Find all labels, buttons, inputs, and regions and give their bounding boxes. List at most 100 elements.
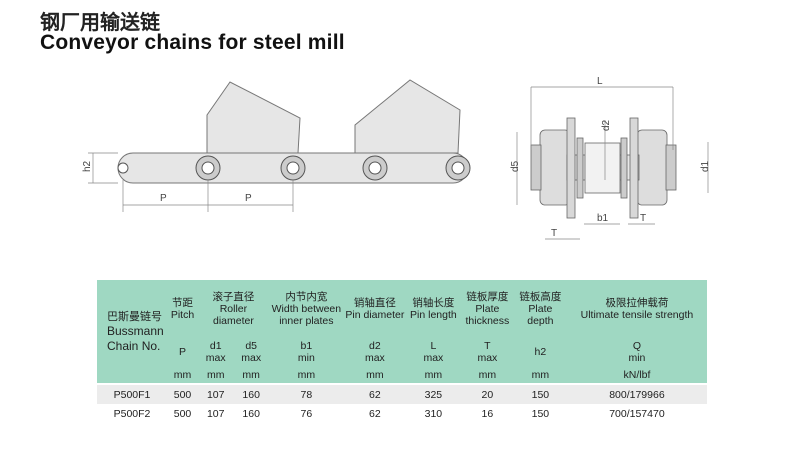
col-cn: 销轴直径 xyxy=(353,297,396,309)
dim-h2: h2 xyxy=(82,160,93,172)
table-row: P500F1 500 107 160 78 62 325 20 150 800/… xyxy=(97,383,707,404)
col-cn: 节距 xyxy=(172,297,193,309)
cell: 76 xyxy=(268,404,344,424)
title-chinese: 钢厂用输送链 xyxy=(40,10,160,34)
attachment-plate-1 xyxy=(206,81,301,154)
cell: 160 xyxy=(233,404,269,424)
sym: Q xyxy=(632,340,642,352)
lim: max xyxy=(477,352,498,364)
dim-d1: d1 xyxy=(700,160,711,172)
col-en: Ultimate tensile strength xyxy=(580,309,694,321)
cell: 325 xyxy=(405,383,461,404)
cell: 107 xyxy=(198,383,234,404)
sym: d1 xyxy=(209,340,222,352)
cell-chain-no: P500F1 xyxy=(97,383,167,404)
unit: mm xyxy=(405,366,461,384)
cell: 16 xyxy=(460,404,514,424)
cell: 62 xyxy=(343,404,406,424)
sym: L xyxy=(430,340,437,352)
attachment-plate-2 xyxy=(354,79,461,154)
table-row: P500F2 500 107 160 76 62 310 16 150 700/… xyxy=(97,404,707,424)
lim: max xyxy=(241,352,262,364)
col-cn: 滚子直径 xyxy=(212,291,255,303)
sym: h2 xyxy=(534,346,547,358)
dim-d5: d5 xyxy=(510,160,521,172)
sym: b1 xyxy=(300,340,313,352)
lim: max xyxy=(423,352,444,364)
col-en: Plate depth xyxy=(527,303,554,327)
col-en: Pitch xyxy=(170,309,195,321)
dim-d2: d2 xyxy=(601,119,612,131)
cell: 700/157470 xyxy=(566,404,707,424)
col-en: Roller diameter xyxy=(213,303,254,327)
unit: mm xyxy=(198,366,234,384)
col-cn: 链板高度 xyxy=(519,291,562,303)
title-english: Conveyor chains for steel mill xyxy=(40,31,345,54)
col-en: Plate thickness xyxy=(465,303,510,327)
cell: 62 xyxy=(343,383,406,404)
cell-chain-no: P500F2 xyxy=(97,404,167,424)
col-cn: 销轴长度 xyxy=(412,297,455,309)
dim-pitch-2: P xyxy=(245,193,252,204)
dim-T-right: T xyxy=(640,213,646,224)
sym-cell: h2 xyxy=(513,338,567,366)
lim: min xyxy=(628,352,646,364)
cell: 150 xyxy=(513,383,567,404)
lim: min xyxy=(297,352,315,364)
cell: 107 xyxy=(198,404,234,424)
cell: 160 xyxy=(233,383,269,404)
sym: P xyxy=(178,346,186,358)
col-cn: 链板厚度 xyxy=(466,291,509,303)
unit: mm xyxy=(460,366,514,384)
cell: 500 xyxy=(167,404,198,424)
cell: 310 xyxy=(405,404,461,424)
unit: kN/lbf xyxy=(566,366,707,384)
chain-no-header-cn: 巴斯曼链号 xyxy=(107,310,162,323)
chain-no-header: 巴斯曼链号 Bussmann Chain No. xyxy=(97,280,167,384)
chain-cross-section-drawing xyxy=(530,117,677,219)
chain-no-header-en2: Chain No. xyxy=(107,339,161,353)
sym: d2 xyxy=(369,340,381,352)
cell: 800/179966 xyxy=(566,383,707,404)
chain-no-header-en1: Bussmann xyxy=(107,324,164,338)
unit: mm xyxy=(268,366,344,384)
unit: mm xyxy=(343,366,406,384)
sym: T xyxy=(484,340,491,352)
unit: mm xyxy=(233,366,269,384)
lim: max xyxy=(364,352,385,364)
cell: 500 xyxy=(167,383,198,404)
cell: 20 xyxy=(460,383,514,404)
cell: 150 xyxy=(513,404,567,424)
col-en: Pin diameter xyxy=(345,309,405,321)
dim-T-left: T xyxy=(551,228,557,239)
lim: max xyxy=(205,352,226,364)
dim-pitch-1: P xyxy=(160,193,167,204)
dim-b1: b1 xyxy=(597,213,609,224)
sym-cell: P xyxy=(167,338,198,366)
cell: 78 xyxy=(268,383,344,404)
unit: mm xyxy=(167,366,198,384)
unit: mm xyxy=(513,366,567,384)
col-cn: 极限拉伸载荷 xyxy=(605,297,669,309)
sym: d5 xyxy=(245,340,257,352)
chain-side-view-drawing: h2 P P L d2 d5 d1 b1 xyxy=(82,76,711,240)
col-en: Width between inner plates xyxy=(271,303,342,327)
dim-L: L xyxy=(597,76,603,87)
